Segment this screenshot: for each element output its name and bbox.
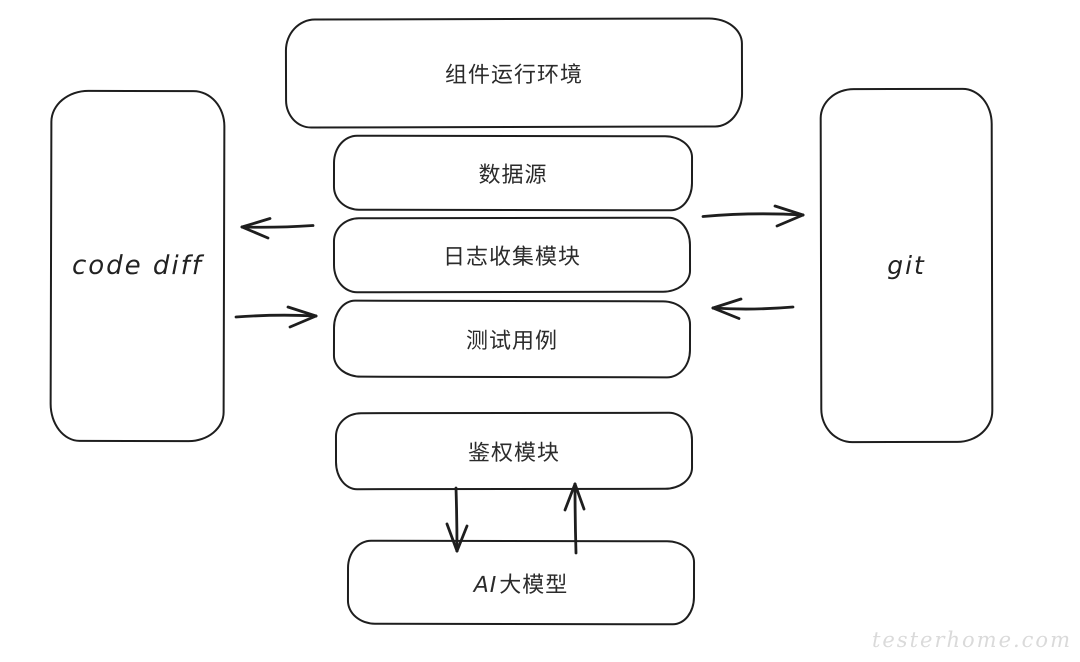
node-runtime-env: 组件运行环境 [284,17,744,129]
node-git-label: git [887,250,926,281]
node-log-module: 日志收集模块 [332,216,692,294]
node-ai-model-label-prefix: AI [473,572,498,598]
node-log-module-label: 日志收集模块 [442,243,582,270]
arrow-log-to-codediff [240,217,315,240]
watermark: testerhome.com [871,628,1072,652]
node-ai-model-label-suffix: 大模型 [499,571,569,597]
node-test-cases-label: 测试用例 [465,327,559,354]
arrow-datasource-to-git [701,204,805,228]
node-git: git [819,87,994,444]
node-code-diff: code diff [49,89,226,443]
arrow-codediff-to-testcases [234,305,318,329]
node-auth-module: 鉴权模块 [334,411,694,491]
node-ai-model-label: AI大模型 [474,566,569,598]
arrow-git-to-testcases [711,297,795,320]
node-data-source-label: 数据源 [478,161,548,188]
node-auth-module-label: 鉴权模块 [467,439,561,466]
node-code-diff-label: code diff [71,250,204,282]
node-data-source: 数据源 [332,134,694,212]
node-ai-model: AI大模型 [346,539,696,626]
node-test-cases: 测试用例 [332,299,692,379]
node-runtime-env-label: 组件运行环境 [444,61,584,88]
